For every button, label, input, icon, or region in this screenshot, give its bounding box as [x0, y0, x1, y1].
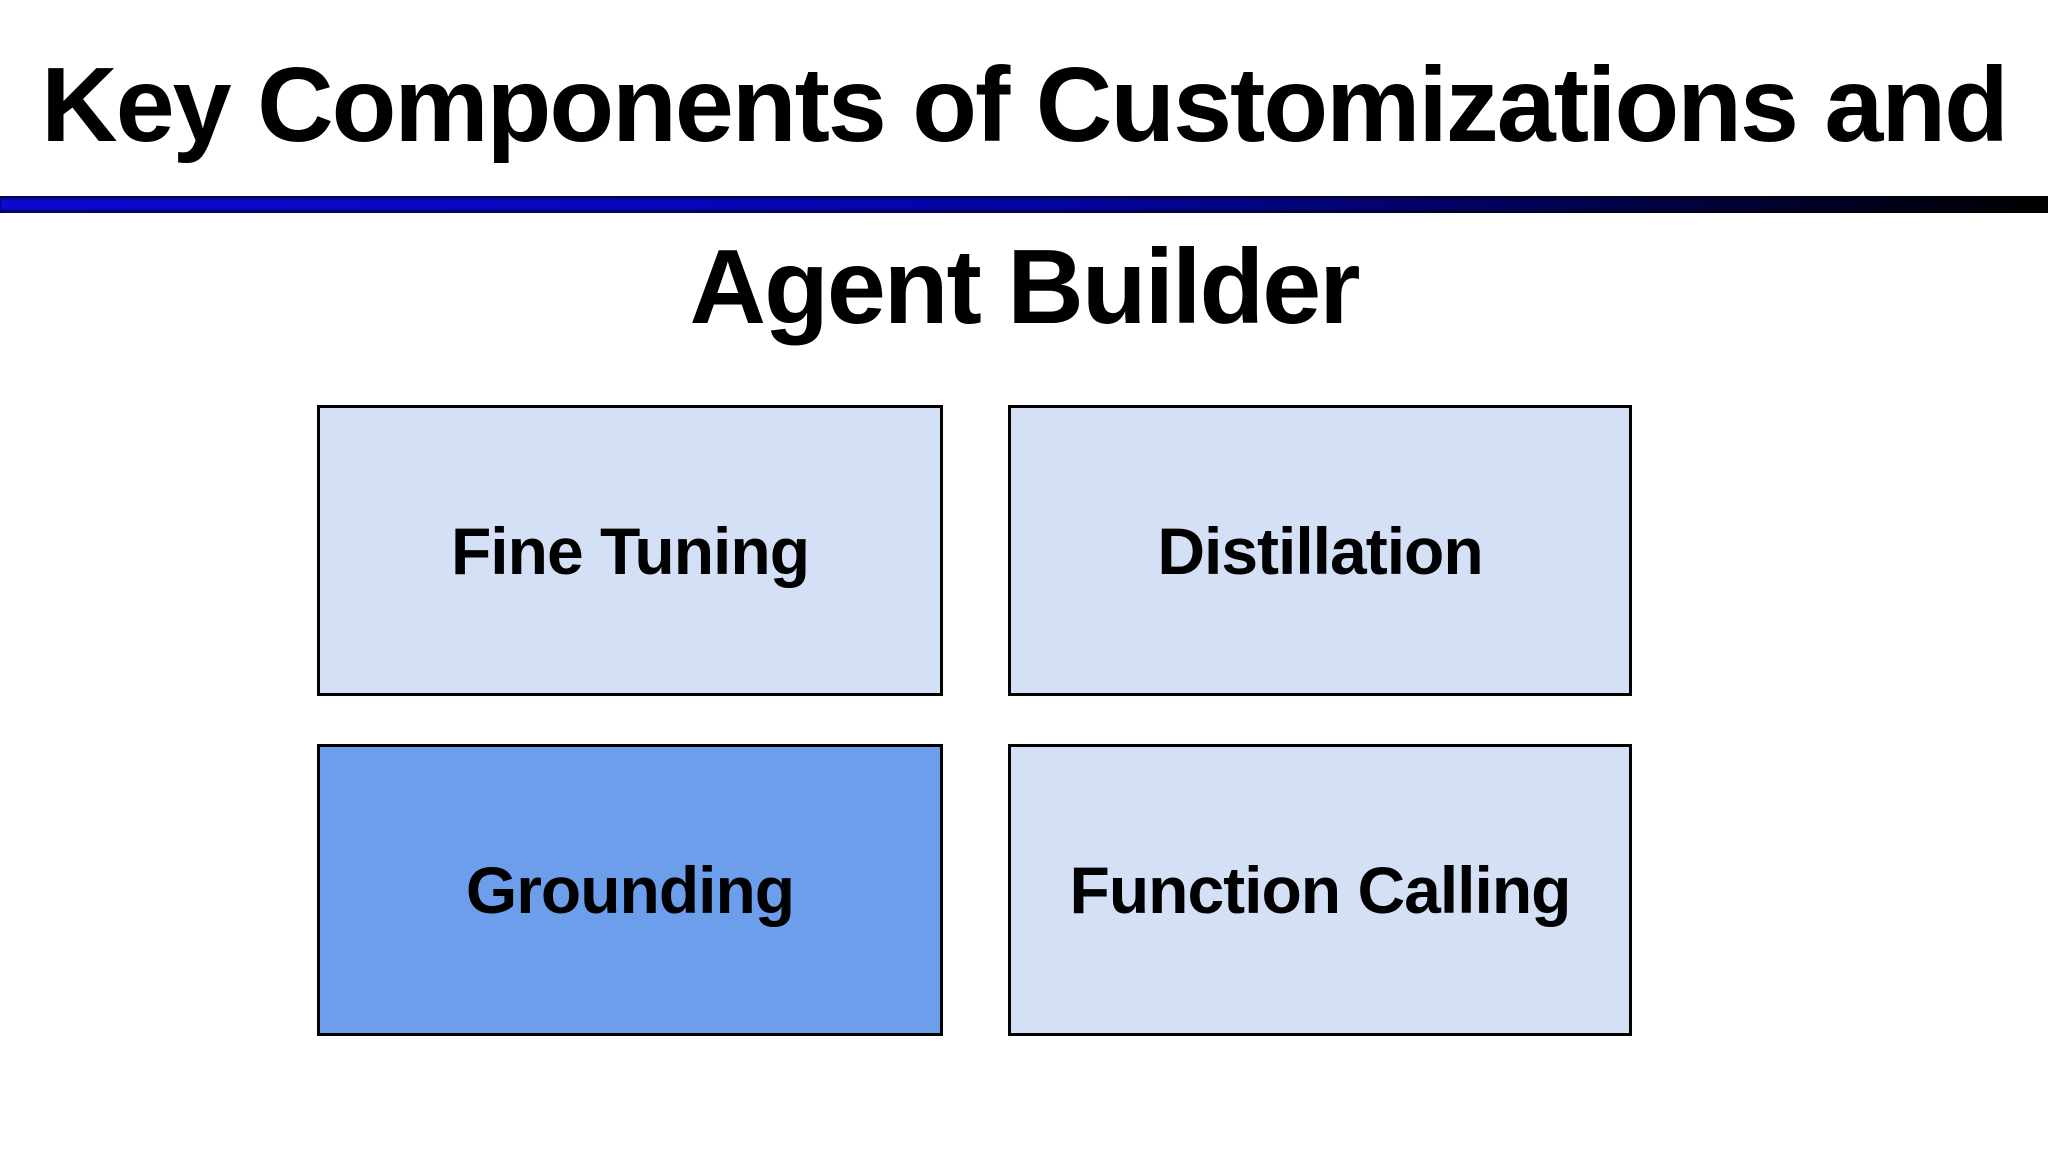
title-divider-rule [0, 196, 2048, 213]
component-box-distillation: Distillation [1008, 405, 1632, 696]
slide-title-line-1: Key Components of Customizations and [41, 46, 2009, 164]
component-box-function-calling: Function Calling [1008, 744, 1632, 1036]
component-label-grounding: Grounding [465, 853, 795, 927]
component-box-fine-tuning: Fine Tuning [317, 405, 943, 696]
component-label-distillation: Distillation [1157, 513, 1483, 588]
component-label-fine-tuning: Fine Tuning [450, 513, 810, 588]
component-box-grounding: Grounding [317, 744, 943, 1036]
component-label-function-calling: Function Calling [1069, 853, 1572, 927]
slide-title-line-2: Agent Builder [689, 228, 1361, 346]
